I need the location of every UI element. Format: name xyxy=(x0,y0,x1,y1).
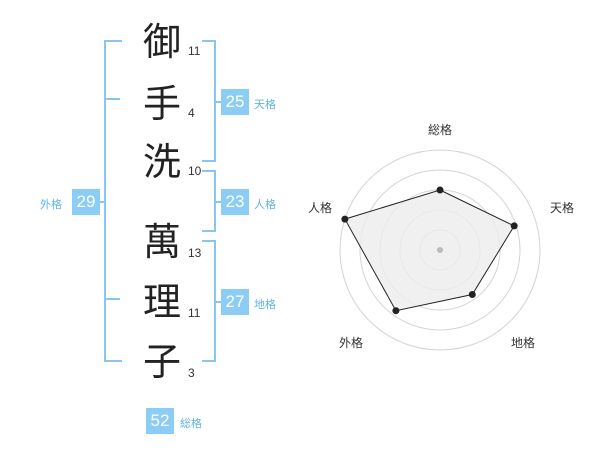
radar-label-chikaku: 地格 xyxy=(511,335,535,350)
radar-label-soukaku: 総格 xyxy=(428,122,452,137)
stroke-count-6: 3 xyxy=(188,366,195,380)
stroke-count-1: 11 xyxy=(188,44,201,58)
name-char-3: 洗 xyxy=(142,140,181,184)
name-char-2: 手 xyxy=(142,82,181,126)
gaikaku-label: 外格 xyxy=(40,198,62,211)
stroke-count-4: 13 xyxy=(188,246,202,260)
tenkaku-connector xyxy=(214,101,222,103)
name-char-4: 萬 xyxy=(142,220,181,264)
radar-ring xyxy=(359,169,521,331)
soukaku-value: 52 xyxy=(146,408,174,434)
chikaku-value: 27 xyxy=(221,289,249,315)
stroke-count-3: 10 xyxy=(188,164,202,178)
radar-center xyxy=(437,247,443,253)
tenkaku-label: 天格 xyxy=(254,98,276,111)
chikaku-label: 地格 xyxy=(254,298,276,311)
jinkaku-label: 人格 xyxy=(254,198,276,211)
gaikaku-bracket-tick xyxy=(106,298,120,300)
radar-points xyxy=(341,186,518,315)
radar-label-jinkaku: 人格 xyxy=(308,200,332,215)
radar-label-tenkaku: 天格 xyxy=(550,200,574,215)
jinkaku-connector xyxy=(214,201,222,203)
gaikaku-bracket-tick xyxy=(106,98,120,100)
radar-point-3 xyxy=(392,307,400,315)
tenkaku-value: 25 xyxy=(221,89,249,115)
chikaku-connector xyxy=(214,301,222,303)
name-char-5: 理 xyxy=(142,280,181,324)
radar-point-4 xyxy=(341,215,349,223)
radar-polygon xyxy=(344,189,515,312)
stroke-count-2: 4 xyxy=(188,106,195,120)
name-char-1: 御 xyxy=(142,20,181,64)
gaikaku-connector xyxy=(98,201,106,203)
radar-label-gaikaku: 外格 xyxy=(339,335,363,350)
stroke-count-5: 11 xyxy=(188,306,201,320)
soukaku-label: 総格 xyxy=(180,417,202,430)
name-char-6: 子 xyxy=(142,340,181,384)
radar-point-2 xyxy=(468,291,476,298)
gaikaku-value: 29 xyxy=(72,189,100,215)
radar-point-0 xyxy=(436,186,444,194)
jinkaku-value: 23 xyxy=(221,189,249,215)
radar-point-1 xyxy=(510,222,518,230)
